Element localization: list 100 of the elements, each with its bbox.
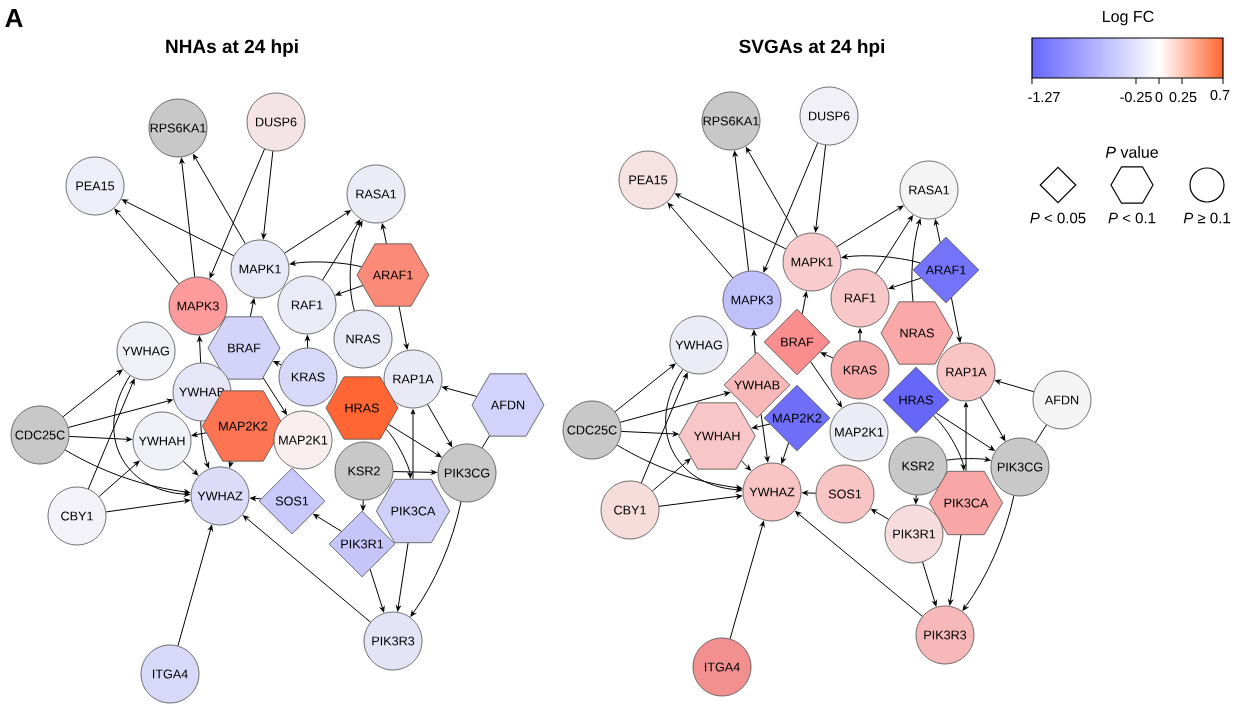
arrow <box>249 298 256 317</box>
arrow <box>182 460 199 476</box>
arrow <box>209 148 266 279</box>
arrow <box>751 330 757 354</box>
arrow <box>665 369 742 493</box>
legend-label: P < 0.05 <box>1030 212 1086 224</box>
arrow <box>933 415 966 471</box>
arrow <box>228 461 234 468</box>
arrow <box>616 444 743 491</box>
arrow <box>962 495 1015 611</box>
arrow <box>614 363 676 413</box>
arrow <box>760 413 770 463</box>
arrow <box>385 428 413 479</box>
arrow <box>262 377 287 415</box>
arrow <box>802 490 817 496</box>
gene-hexagon: ARAF1 <box>356 243 430 307</box>
arrow <box>640 372 688 484</box>
arrow <box>398 306 409 350</box>
arrow <box>948 534 962 606</box>
panel-title: SVGAs at 24 hpi <box>739 39 884 57</box>
arrow <box>781 442 790 464</box>
arrow <box>795 511 923 617</box>
gene-hexagon: NRAS <box>880 301 954 365</box>
arrow <box>667 202 734 279</box>
arrow <box>64 449 190 495</box>
arrow <box>410 501 462 617</box>
arrow <box>192 154 246 245</box>
arrow <box>284 210 351 254</box>
arrow <box>922 561 937 607</box>
arrow <box>871 508 890 520</box>
legend-label: P ≥ 0.1 <box>1183 212 1230 224</box>
arrow <box>261 150 274 239</box>
arrow <box>963 402 969 472</box>
arrow <box>114 208 180 285</box>
panel-letter: A <box>5 9 23 27</box>
arrow <box>369 568 385 613</box>
arrow <box>273 361 282 366</box>
tick-label: 0 <box>1155 91 1163 103</box>
panel-title: NHAs at 24 hpi <box>166 39 298 57</box>
arrow <box>305 335 310 349</box>
arrow <box>994 379 1035 393</box>
arrow <box>674 193 787 250</box>
arrow <box>913 494 919 504</box>
arrow <box>745 147 798 237</box>
arrow <box>427 404 453 447</box>
arrow <box>335 285 364 296</box>
arrow <box>360 499 366 511</box>
arrow <box>841 254 921 264</box>
tick-label: 0.25 <box>1169 91 1197 103</box>
arrow <box>763 142 819 273</box>
tick-label: -1.27 <box>1028 92 1060 103</box>
gene-hexagon: AFDN <box>471 373 545 437</box>
arrow <box>313 513 342 532</box>
arrow <box>651 458 691 492</box>
arrow <box>801 291 808 315</box>
arrow <box>740 460 751 471</box>
arrow <box>380 223 387 244</box>
arrow <box>322 219 361 281</box>
arrow <box>177 525 213 647</box>
arrow <box>392 469 437 475</box>
arrow <box>62 369 123 418</box>
arrow <box>658 494 743 507</box>
arrow <box>98 460 140 498</box>
legend-label: P < 0.1 <box>1108 212 1156 224</box>
arrow <box>442 386 477 397</box>
arrow <box>67 398 173 428</box>
arrow <box>191 432 207 437</box>
arrow <box>113 375 190 497</box>
arrow <box>289 260 362 268</box>
arrow <box>820 352 834 359</box>
color-bar-title: Log FC <box>1103 10 1154 26</box>
arrow <box>729 521 765 640</box>
arrow <box>836 205 904 248</box>
gene-hexagon: BRAF <box>207 316 281 380</box>
gene-hexagon: YWHAH <box>678 402 756 470</box>
tick-label: 0.7 <box>1210 89 1230 101</box>
arrow <box>857 328 863 342</box>
arrow <box>410 409 416 480</box>
arrow <box>935 412 995 451</box>
tick-label: -0.25 <box>1120 91 1152 103</box>
arrow <box>946 457 991 462</box>
arrow <box>732 151 750 272</box>
arrow <box>950 297 962 343</box>
arrow <box>121 199 235 257</box>
arrow <box>810 361 843 408</box>
arrow <box>243 515 371 623</box>
arrow <box>105 498 191 513</box>
arrow <box>888 277 922 290</box>
arrow <box>197 336 202 364</box>
arrow <box>875 215 913 274</box>
arrow <box>87 378 135 490</box>
arrow <box>349 220 363 312</box>
arrow <box>250 496 262 501</box>
arrow <box>68 435 132 442</box>
legend-title: P value <box>1105 146 1158 158</box>
arrow <box>179 158 196 278</box>
arrow <box>980 397 1006 441</box>
arrow <box>813 144 827 232</box>
arrow <box>752 423 771 430</box>
arrow <box>396 542 409 612</box>
